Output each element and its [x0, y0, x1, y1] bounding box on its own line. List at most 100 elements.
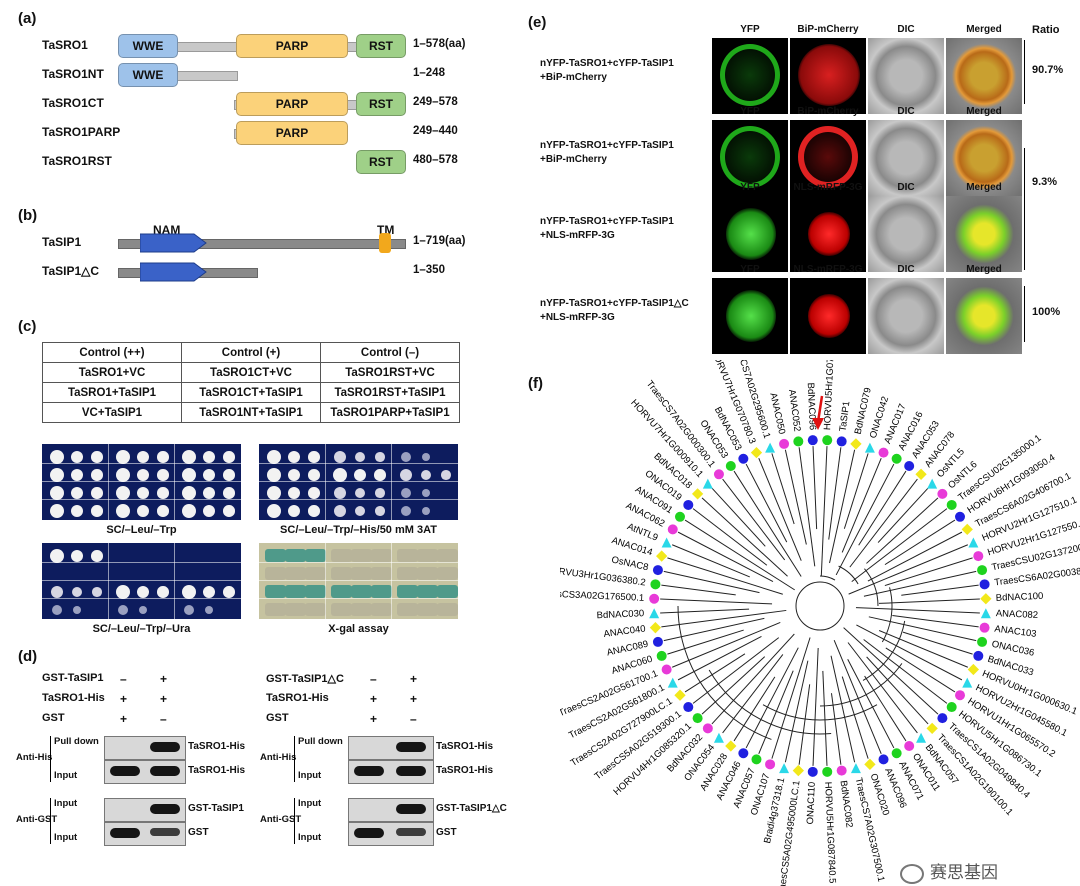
aa-range: 480–578 [413, 154, 458, 166]
construct-name: TaSIP1△C [42, 264, 100, 278]
nam-domain-arrow [139, 262, 208, 287]
tree-node-marker [702, 478, 713, 489]
tree-branch [847, 658, 895, 749]
channel-label: YFP [740, 24, 760, 35]
yeast-spot [116, 450, 130, 464]
xgal-spot [305, 603, 326, 616]
tree-branch [711, 633, 795, 725]
band-label: GST-TaSIP1 [188, 803, 244, 814]
band-label: TaSRO1-His [436, 765, 494, 776]
watermark: 赛思基因 [900, 858, 998, 884]
aa-range: 249–440 [413, 125, 458, 137]
yeast-spot [421, 452, 431, 462]
tree-branch [892, 615, 979, 628]
antibody-label: Anti-GST [16, 814, 58, 825]
tree-node-marker [750, 446, 763, 459]
tree-node-marker [836, 765, 847, 776]
bracket-line [50, 736, 51, 782]
tree-leaf-label: ONAC110 [805, 782, 818, 825]
channel-label: Merged [966, 182, 1002, 193]
yeast-spot [354, 505, 366, 517]
tree-branch [867, 531, 963, 582]
plate-divider [259, 481, 458, 482]
panel-d-label: (d) [18, 648, 38, 665]
lane-condition: TaSRO1-His [266, 692, 329, 704]
cell-image [798, 44, 860, 106]
tree-node-marker [725, 740, 737, 752]
yeast-spot [334, 451, 346, 463]
table-cell: TaSRO1RST+TaSIP1 [320, 382, 460, 403]
plate-divider [325, 444, 326, 520]
tree-node-marker [661, 664, 672, 675]
yeast-spot [267, 504, 281, 518]
tree-node-marker [649, 622, 662, 634]
domain-wwe: WWE [118, 34, 178, 58]
table-cell: TaSRO1CT+VC [181, 362, 321, 383]
tree-leaf-label: ANAC103 [994, 624, 1037, 640]
tree-branch [671, 621, 781, 668]
plate-label: X-gal assay [328, 623, 389, 635]
xgal-spot [305, 585, 326, 598]
tree-branch [667, 629, 744, 655]
plate-label: SC/–Leu/–Trp/–His/50 mM 3AT [280, 524, 437, 536]
yeast-spot [91, 451, 103, 463]
tree-branch [833, 639, 882, 755]
blot-band [354, 828, 384, 838]
tree-branch [798, 684, 811, 765]
nam-domain-arrow [139, 233, 208, 258]
tree-branch [884, 519, 956, 566]
ratio-bracket [1024, 286, 1025, 342]
tree-branch [711, 487, 766, 547]
construct-desc: nYFP-TaSRO1+cYFP-TaSIP1△C [540, 298, 689, 309]
xgal-spot [437, 585, 458, 598]
plate-label: SC/–Leu/–Trp/–Ura [92, 623, 191, 635]
band-label: GST-TaSIP1△C [436, 803, 507, 814]
xgal-spot [397, 603, 418, 616]
tree-branch [771, 453, 795, 525]
yeast-spot [70, 504, 84, 518]
domain-parp: PARP [236, 92, 348, 116]
tree-branch [758, 670, 794, 755]
tree-node-marker [878, 447, 889, 458]
aa-range: 1–578(aa) [413, 38, 466, 50]
tree-node-marker [973, 551, 984, 562]
ratio-value: 100% [1032, 306, 1061, 318]
bracket-line [50, 798, 51, 844]
tree-branch [866, 656, 929, 725]
tree-leaf-label: BdNAC030 [596, 608, 644, 621]
band-label: TaSRO1-His [188, 741, 246, 752]
yeast-spot [334, 487, 346, 499]
yeast-spot [202, 468, 216, 482]
yeast-spot [334, 505, 346, 517]
tree-branch [878, 598, 980, 604]
tree-arc [881, 587, 893, 643]
bracket-line [294, 798, 295, 844]
cell-image [868, 120, 944, 196]
yeast-spot [136, 468, 150, 482]
tree-branch [784, 660, 809, 763]
blot-band [396, 742, 426, 752]
tree-node-marker [979, 622, 990, 633]
yeast-spot [51, 586, 63, 598]
cell-image [868, 38, 944, 114]
yeast-spot [116, 486, 130, 500]
yeast-spot [287, 450, 301, 464]
yeast-spot [138, 605, 148, 615]
tree-branch [848, 544, 969, 595]
plate-label: SC/–Leu/–Trp [106, 524, 177, 536]
xgal-spot [331, 549, 352, 562]
tree-node-marker [692, 713, 703, 724]
tree-branch [701, 497, 788, 577]
table-cell: TaSRO1CT+TaSIP1 [181, 382, 321, 403]
tree-branch [843, 627, 939, 715]
channel-label: Merged [966, 106, 1002, 117]
xgal-spot [397, 567, 418, 580]
tree-node-marker [738, 748, 749, 759]
yeast-spot [91, 505, 103, 517]
plate-divider [108, 444, 109, 520]
tree-node-marker [836, 436, 847, 447]
tree-branch [661, 584, 736, 596]
xgal-spot [371, 567, 392, 580]
tree-node-marker [927, 478, 938, 489]
table-cell: Control (–) [320, 342, 460, 363]
